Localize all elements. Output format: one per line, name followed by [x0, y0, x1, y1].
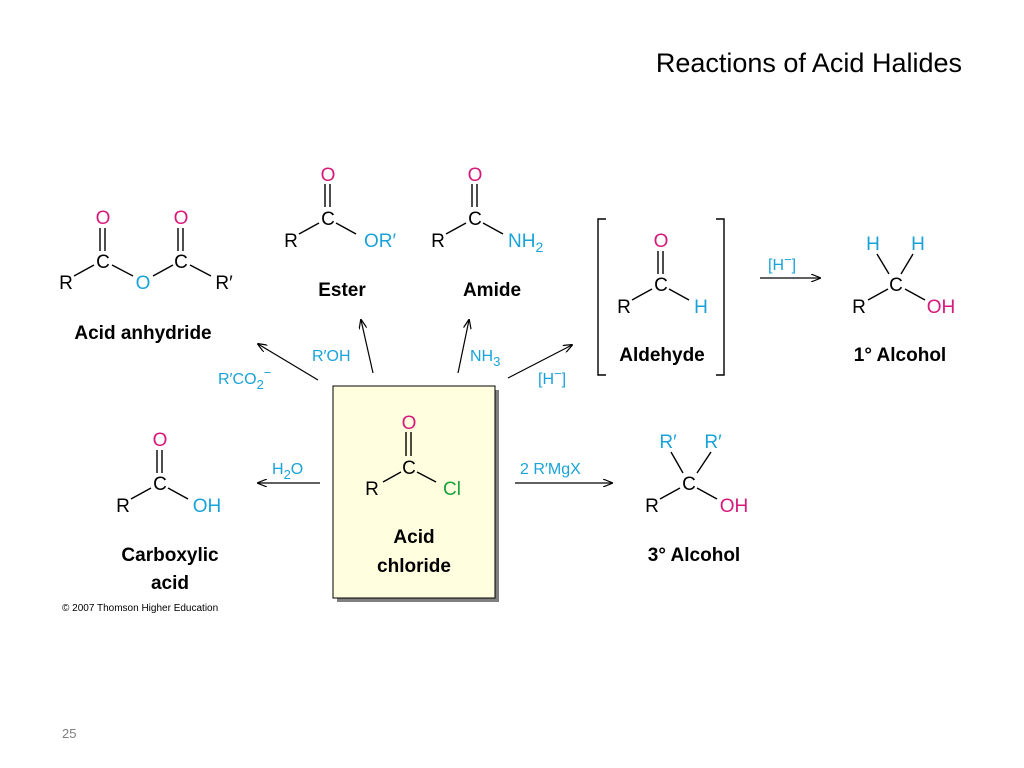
acid-anhydride-label: Acid anhydride — [74, 323, 211, 344]
reagent-carboxylate: R′CO2− — [218, 365, 271, 392]
tertiary-alcohol-r-prime-2: R′ — [704, 432, 722, 453]
tertiary-alcohol-structure: R′ R′ C R OH 3° Alcohol — [645, 432, 748, 566]
reagent-grignard: 2 R′MgX — [520, 461, 581, 478]
arrow-to-amide — [457, 320, 469, 374]
tertiary-alcohol-r: R — [645, 496, 659, 517]
tertiary-alcohol-r-prime-1: R′ — [659, 432, 677, 453]
arrow-to-anhydride — [258, 344, 319, 381]
amide-nh2: NH2 — [508, 231, 543, 255]
anhydride-o-1: O — [96, 208, 111, 229]
acid-chloride-cl: Cl — [443, 479, 461, 500]
carboxylic-r: R — [116, 496, 130, 517]
aldehyde-c: C — [654, 275, 668, 296]
primary-alcohol-c: C — [889, 275, 903, 296]
aldehyde-structure: O C R H Aldehyde — [597, 218, 725, 376]
tertiary-alcohol-c: C — [682, 474, 696, 495]
aldehyde-label: Aldehyde — [619, 345, 705, 366]
anhydride-r-prime: R′ — [215, 273, 233, 294]
anhydride-c-2: C — [174, 252, 188, 273]
amide-r: R — [431, 231, 445, 252]
amide-o: O — [468, 165, 483, 186]
reagent-water: H2O — [272, 461, 303, 482]
page-number: 25 — [62, 726, 77, 741]
reagent-ammonia: NH3 — [470, 348, 500, 369]
tertiary-alcohol-oh: OH — [720, 496, 749, 517]
carboxylic-acid-label-1: Carboxylic — [121, 545, 219, 566]
copyright-notice: © 2007 Thomson Higher Education — [62, 603, 219, 614]
anhydride-o-bridge: O — [136, 273, 151, 294]
amide-c: C — [468, 209, 482, 230]
arrow-to-aldehyde — [507, 345, 572, 379]
primary-alcohol-oh: OH — [927, 297, 956, 318]
acid-chloride-label-1: Acid — [393, 527, 434, 548]
ester-or: OR′ — [364, 231, 397, 252]
primary-alcohol-structure: H H C R OH 1° Alcohol — [852, 234, 955, 366]
anhydride-c-1: C — [96, 252, 110, 273]
reagent-hydride-aldehyde: [H−] — [538, 366, 566, 388]
primary-alcohol-h-2: H — [911, 234, 925, 255]
anhydride-o-2: O — [174, 208, 189, 229]
acid-chloride-c: C — [402, 458, 416, 479]
carboxylic-o: O — [153, 430, 168, 451]
reagent-hydride-alcohol: [H−] — [768, 252, 796, 274]
carboxylic-acid-structure: O C R OH Carboxylic acid — [116, 430, 221, 594]
ester-c: C — [321, 209, 335, 230]
ester-structure: O C R OR′ Ester — [284, 165, 396, 301]
acid-chloride-o: O — [402, 413, 417, 434]
reagent-alcohol: R′OH — [312, 348, 351, 365]
primary-alcohol-h-1: H — [866, 234, 880, 255]
tertiary-alcohol-label: 3° Alcohol — [648, 545, 740, 566]
acid-chloride-r: R — [365, 479, 379, 500]
aldehyde-r: R — [617, 297, 631, 318]
acid-chloride-box: O C R Cl Acid chloride — [332, 385, 499, 602]
acid-chloride-label-2: chloride — [377, 556, 451, 577]
amide-structure: O C R NH2 Amide — [431, 165, 543, 301]
carboxylic-oh: OH — [193, 496, 222, 517]
aldehyde-o: O — [654, 231, 669, 252]
acid-anhydride-structure: O O C C R O R′ Acid anhydride — [59, 208, 233, 344]
amide-label: Amide — [463, 280, 521, 301]
primary-alcohol-label: 1° Alcohol — [854, 345, 946, 366]
anhydride-r: R — [59, 273, 73, 294]
carboxylic-acid-label-2: acid — [151, 573, 189, 594]
ester-r: R — [284, 231, 298, 252]
slide-title: Reactions of Acid Halides — [655, 48, 962, 78]
aldehyde-h: H — [694, 297, 708, 318]
ester-o: O — [321, 165, 336, 186]
carboxylic-c: C — [153, 474, 167, 495]
ester-label: Ester — [318, 280, 366, 301]
primary-alcohol-r: R — [852, 297, 866, 318]
arrow-to-ester — [361, 320, 374, 374]
